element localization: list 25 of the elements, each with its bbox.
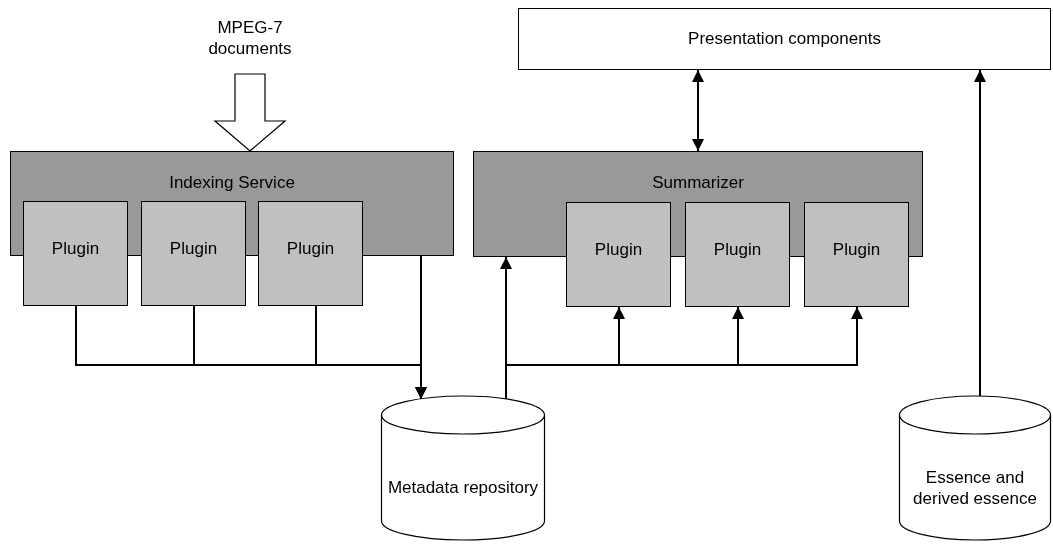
process-box xyxy=(518,8,1051,70)
arrow xyxy=(415,255,427,400)
node-label: Plugin xyxy=(169,237,218,260)
database-cylinder xyxy=(381,396,545,540)
plugin-box xyxy=(566,202,671,307)
plugin-box xyxy=(23,201,128,306)
node-label: Essence and derived essence xyxy=(912,466,1038,510)
plugin-box xyxy=(685,202,790,307)
node-label: Plugin xyxy=(51,237,100,260)
database-cylinder xyxy=(899,396,1051,540)
plugin-box xyxy=(804,202,909,307)
block-arrow xyxy=(213,73,287,152)
node-label: Plugin xyxy=(832,238,881,261)
node-label: Presentation components xyxy=(688,28,881,50)
node-label: Plugin xyxy=(286,237,335,260)
node-label: Metadata repository xyxy=(387,477,539,499)
node-label: Summarizer xyxy=(652,172,744,194)
arrow xyxy=(692,69,704,152)
plugin-box xyxy=(141,201,246,306)
arrow xyxy=(974,69,986,398)
node-label: Indexing Service xyxy=(169,172,295,194)
plugin-box xyxy=(258,201,363,306)
node-label: Plugin xyxy=(594,238,643,261)
node-label: Plugin xyxy=(713,238,762,261)
caption-text: MPEG-7 documents xyxy=(207,16,293,60)
